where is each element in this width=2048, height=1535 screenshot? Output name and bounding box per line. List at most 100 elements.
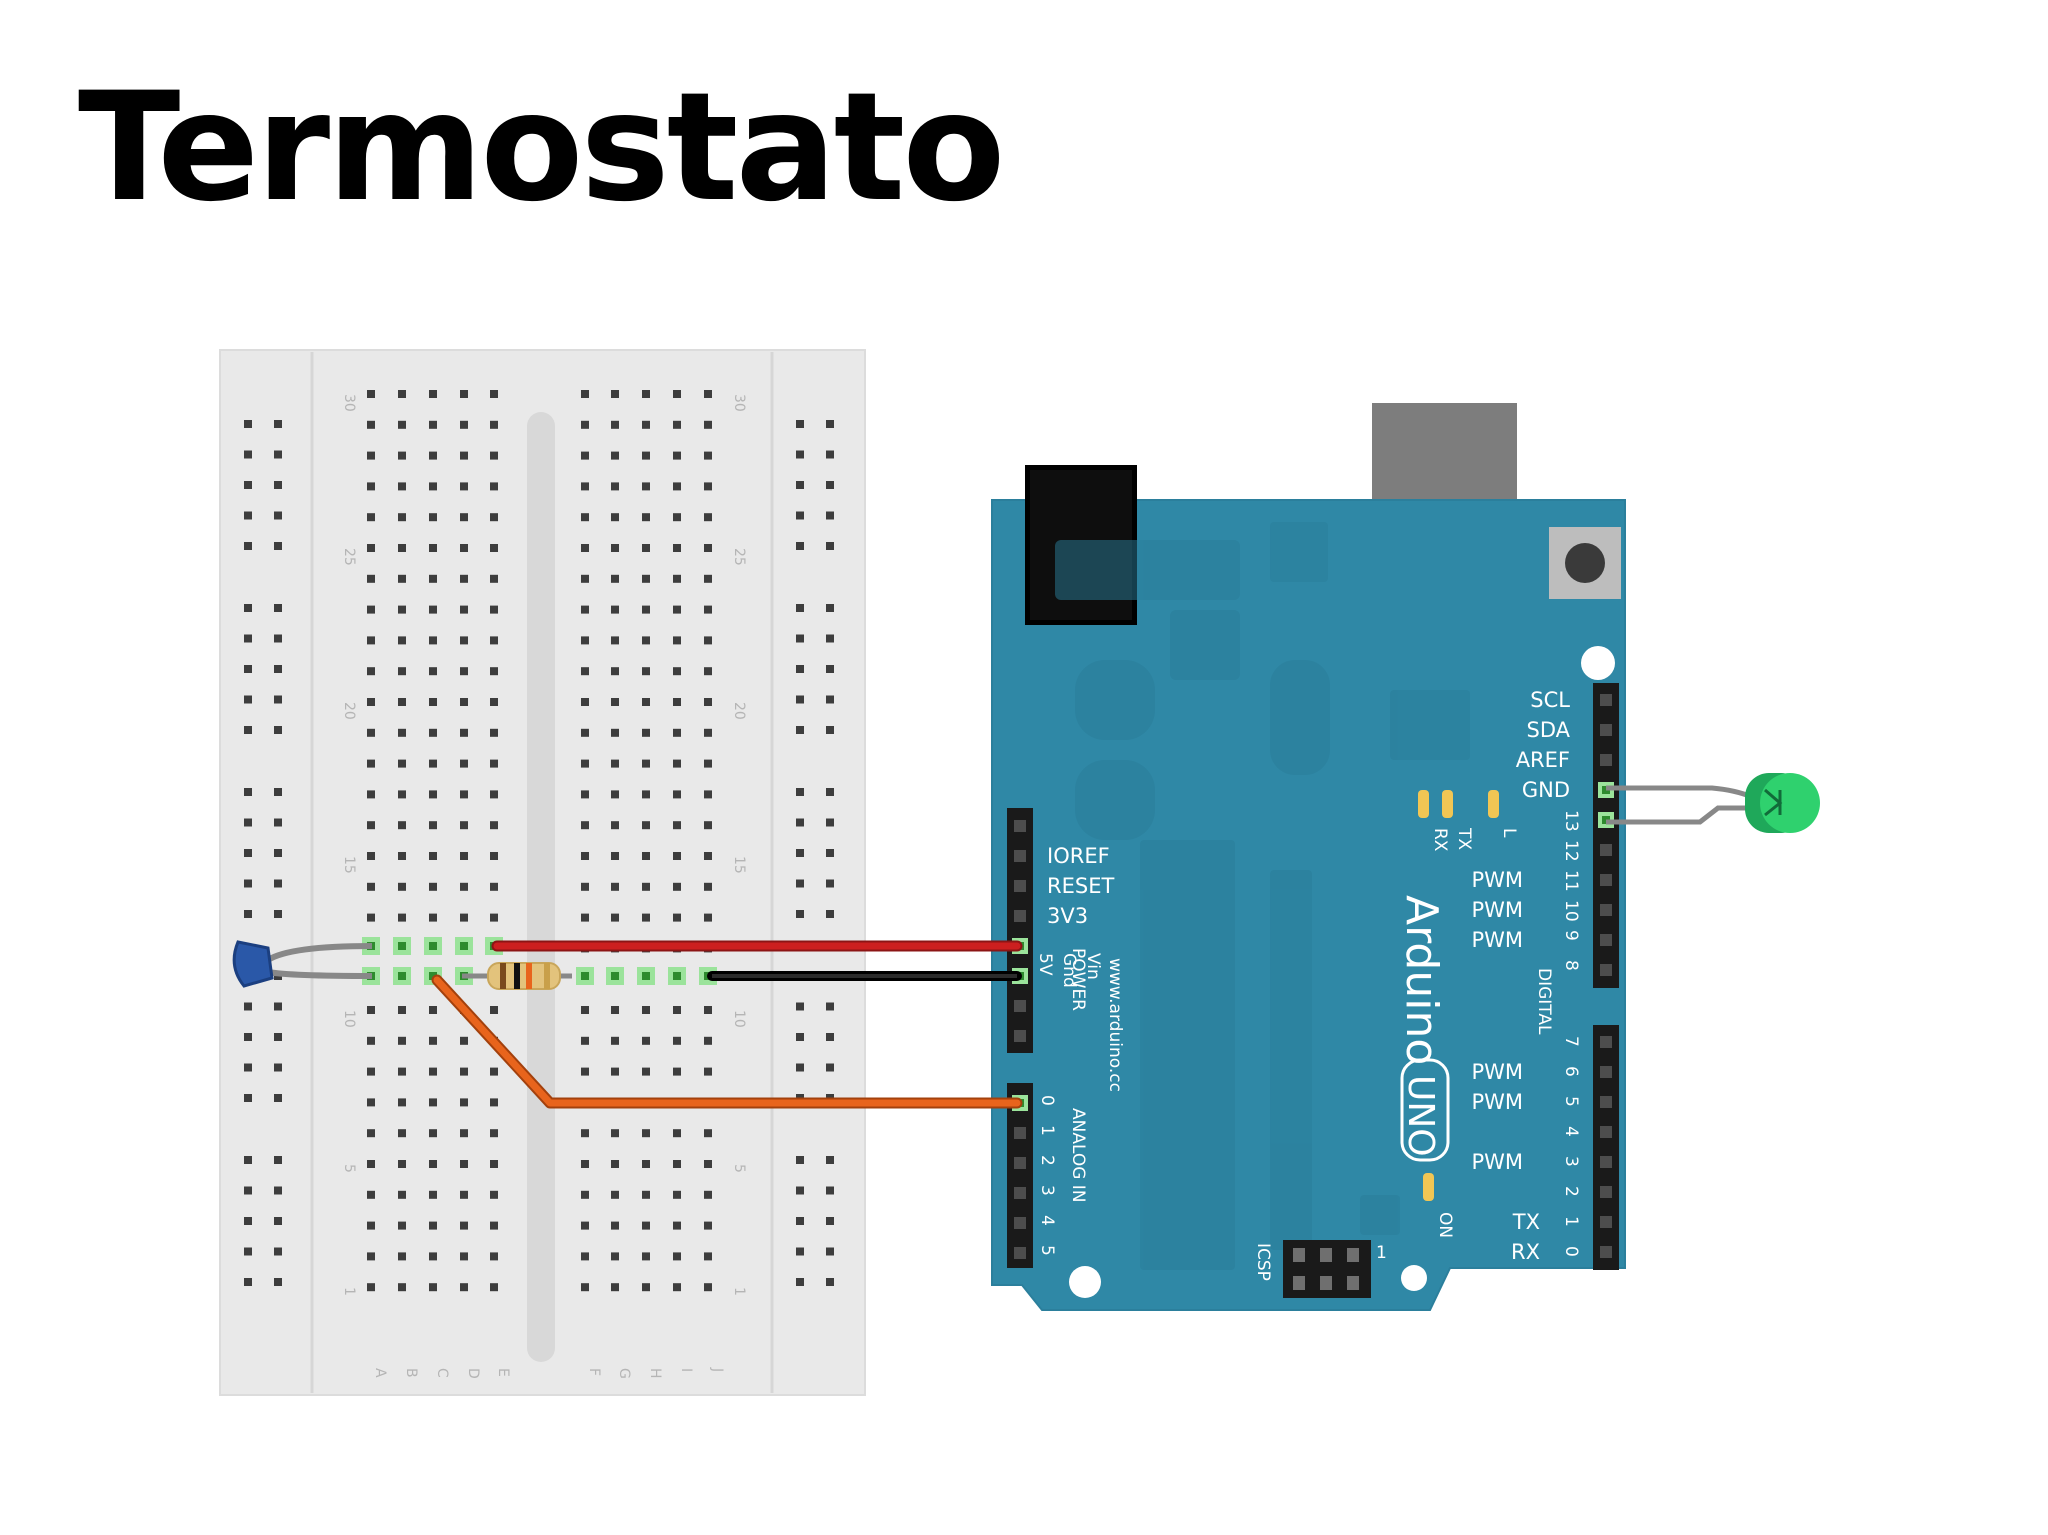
breadboard-hole — [398, 1098, 406, 1107]
breadboard-hole — [581, 698, 589, 706]
breadboard-hole — [704, 790, 712, 799]
breadboard-hole — [611, 728, 619, 737]
rail-hole — [796, 1156, 804, 1164]
breadboard-hole — [581, 882, 589, 891]
rx-led — [1418, 790, 1429, 818]
breadboard-hole — [398, 667, 406, 676]
breadboard-hole — [398, 513, 406, 522]
breadboard-hole — [673, 605, 681, 614]
breadboard-column-letter: G — [616, 1368, 632, 1379]
breadboard-hole — [673, 698, 681, 706]
breadboard-hole — [611, 1160, 619, 1168]
pwm-label: PWM — [1471, 868, 1523, 892]
breadboard-hole — [673, 1036, 681, 1045]
rail-hole — [244, 634, 252, 643]
breadboard-hole — [581, 1160, 589, 1168]
breadboard-hole — [398, 1129, 406, 1138]
breadboard-hole — [398, 1160, 406, 1168]
breadboard-column-letter: J — [709, 1367, 725, 1372]
rail-hole — [826, 450, 834, 459]
breadboard-hole — [429, 667, 437, 676]
rail-hole — [274, 1002, 282, 1011]
rail-hole — [796, 726, 804, 734]
digital-pin-number: 11 — [1561, 870, 1581, 892]
breadboard-hole — [429, 913, 437, 922]
power-pin-label: Vin — [1083, 953, 1103, 980]
breadboard-hole — [704, 1160, 712, 1168]
breadboard-hole — [611, 1221, 619, 1230]
breadboard-hole — [673, 790, 681, 799]
rail-hole — [826, 879, 834, 888]
breadboard-hole — [611, 759, 619, 768]
rail-hole — [274, 910, 282, 918]
breadboard-row-number: 20 — [731, 702, 747, 720]
rail-hole — [826, 1247, 834, 1256]
breadboard-hole — [490, 1190, 498, 1199]
rail-hole — [244, 1002, 252, 1011]
analog-pin-label: 3 — [1037, 1185, 1057, 1196]
rail-hole — [244, 788, 252, 796]
breadboard-hole — [581, 1252, 589, 1261]
breadboard-hole — [642, 728, 650, 737]
rail-hole — [274, 665, 282, 673]
breadboard-hole — [581, 790, 589, 799]
breadboard-hole — [581, 1221, 589, 1230]
breadboard-hole — [367, 1252, 375, 1261]
breadboard-hole — [460, 482, 468, 491]
breadboard-hole — [611, 390, 619, 398]
digital-pin-number: 12 — [1561, 840, 1581, 862]
breadboard-hole — [429, 1190, 437, 1199]
breadboard-hole — [581, 759, 589, 768]
power-pin-label: Gnd — [1059, 953, 1079, 988]
rail-hole — [244, 1278, 252, 1286]
rail-hole — [244, 481, 252, 489]
digital-pin-labels: SCLSDAAREFGND131211109876543210PWMPWMPWM… — [1471, 688, 1581, 1264]
breadboard-hole — [611, 1190, 619, 1199]
breadboard-hole — [490, 544, 498, 552]
rail-hole — [796, 1002, 804, 1011]
header-pin — [1014, 1247, 1026, 1259]
digital-pin-number: 1 — [1561, 1216, 1581, 1227]
breadboard-hole — [490, 667, 498, 676]
rail-hole — [826, 420, 834, 428]
breadboard-hole — [611, 636, 619, 645]
uno-badge — [1400, 1058, 1450, 1162]
analog-pin-label: 0 — [1037, 1095, 1057, 1106]
breadboard-hole — [367, 1098, 375, 1107]
header-pin — [1014, 1157, 1026, 1169]
breadboard-hole — [581, 821, 589, 830]
breadboard-hole — [367, 451, 375, 460]
breadboard-column-letter: A — [372, 1368, 388, 1378]
tx-led — [1442, 790, 1453, 818]
breadboard-hole — [490, 1129, 498, 1138]
breadboard-hole — [673, 420, 681, 429]
breadboard-hole — [490, 420, 498, 429]
rail-hole — [796, 665, 804, 673]
rail-hole — [274, 1217, 282, 1225]
rail-hole — [796, 879, 804, 888]
breadboard-hole — [367, 544, 375, 552]
digital-pin-number: 2 — [1561, 1186, 1581, 1197]
breadboard-hole — [460, 759, 468, 768]
rail-hole — [826, 634, 834, 643]
breadboard-hole — [460, 574, 468, 583]
breadboard-hole — [581, 390, 589, 398]
breadboard-hole — [490, 1221, 498, 1230]
breadboard-hole — [581, 1067, 589, 1076]
breadboard-hole — [704, 1283, 712, 1292]
breadboard-hole — [673, 1190, 681, 1199]
breadboard-hole — [611, 451, 619, 460]
rail-hole — [826, 604, 834, 612]
breadboard-hole — [460, 821, 468, 830]
digital-pin-number: 8 — [1561, 960, 1581, 971]
digital-header-lower — [1593, 1025, 1619, 1270]
breadboard-hole — [398, 790, 406, 799]
analog-header — [1007, 1083, 1033, 1268]
header-pin — [1600, 1036, 1612, 1048]
status-led — [1606, 773, 1820, 833]
breadboard-hole — [398, 636, 406, 645]
